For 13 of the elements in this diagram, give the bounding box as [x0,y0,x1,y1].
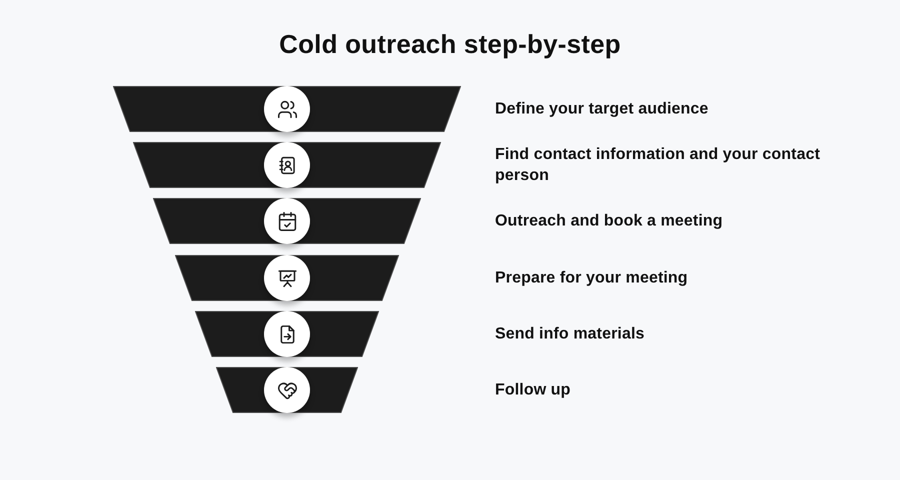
step-label: Send info materials [495,324,644,344]
funnel-band [175,255,399,301]
funnel-band [113,86,461,132]
funnel-band [133,142,441,188]
step-label: Outreach and book a meeting [495,212,723,232]
step-label: Follow up [495,380,571,400]
funnel-band [216,367,358,413]
step-label: Prepare for your meeting [495,268,688,288]
title: Cold outreach step-by-step [279,28,621,61]
step-label: Find contact information and your contact person [495,145,821,186]
funnel-band [153,198,421,244]
step-label: Define your target audience [495,100,708,120]
funnel-band [195,311,379,357]
